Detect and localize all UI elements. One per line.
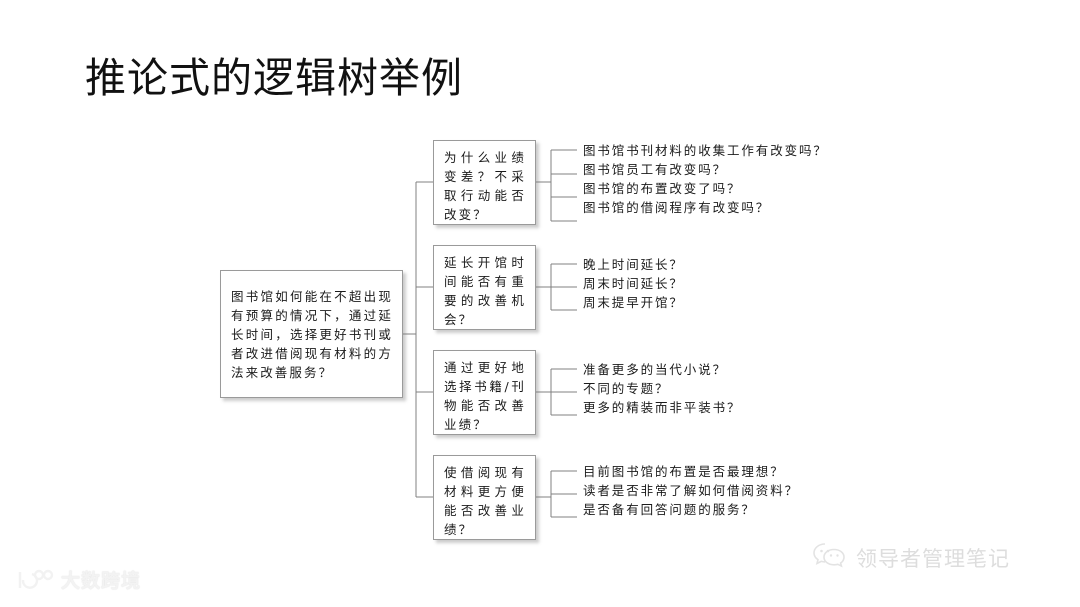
- wechat-icon: [812, 541, 846, 575]
- tree-branch-node-4-text: 使借阅现有材料更方便能否改善业绩？: [444, 465, 526, 537]
- watermark-left-text: 大数跨境: [61, 570, 142, 592]
- tree-leaf-item: 读者是否非常了解如何借阅资料？: [583, 483, 800, 498]
- watermark-left: 大数跨境: [14, 566, 141, 593]
- tree-leaf-item: 周末时间延长？: [583, 276, 684, 291]
- tree-leaf-item: 图书馆的布置改变了吗？: [583, 181, 742, 196]
- tree-branch-node-3-text: 通过更好地选择书籍/刊物能否改善业绩？: [444, 360, 526, 432]
- tree-leaf-item: 周末提早开馆？: [583, 295, 684, 310]
- tree-leaf-item: 图书馆员工有改变吗？: [583, 162, 728, 177]
- tree-branch-node-3[interactable]: 通过更好地选择书籍/刊物能否改善业绩？: [433, 350, 536, 435]
- tree-root-node-text: 图书馆如何能在不超出现有预算的情况下，通过延长时间，选择更好书刊或者改进借阅现有…: [231, 288, 393, 380]
- tree-leaf-list-2: 晚上时间延长？ 周末时间延长？ 周末提早开馆？: [583, 255, 684, 312]
- tree-leaf-list-1: 图书馆书刊材料的收集工作有改变吗？ 图书馆员工有改变吗？ 图书馆的布置改变了吗？…: [583, 141, 838, 217]
- tree-leaf-item: 目前图书馆的布置是否最理想？: [583, 464, 785, 479]
- watermark-right: 领导者管理笔记: [812, 541, 1010, 575]
- dashujingjing-logo-icon: [14, 569, 54, 591]
- tree-leaf-list-3: 准备更多的当代小说？ 不同的专题？ 更多的精装而非平装书？: [583, 360, 741, 417]
- tree-leaf-item: 图书馆书刊材料的收集工作有改变吗？: [583, 143, 828, 158]
- tree-leaf-item: 晚上时间延长？: [583, 257, 684, 272]
- tree-root-node[interactable]: 图书馆如何能在不超出现有预算的情况下，通过延长时间，选择更好书刊或者改进借阅现有…: [220, 270, 403, 398]
- tree-leaf-item: 更多的精装而非平装书？: [583, 400, 742, 415]
- tree-branch-node-1[interactable]: 为什么业绩变差？不采取行动能否改变？: [433, 140, 536, 225]
- tree-leaf-list-4: 目前图书馆的布置是否最理想？ 读者是否非常了解如何借阅资料？ 是否备有回答问题的…: [583, 462, 799, 519]
- tree-leaf-item: 准备更多的当代小说？: [583, 362, 728, 377]
- tree-leaf-item: 不同的专题？: [583, 381, 670, 396]
- tree-leaf-item: 是否备有回答问题的服务？: [583, 502, 756, 517]
- tree-leaf-item: 图书馆的借阅程序有改变吗？: [583, 200, 771, 215]
- tree-branch-node-2-text: 延长开馆时间能否有重要的改善机会？: [444, 255, 526, 327]
- page-title: 推论式的逻辑树举例: [85, 54, 463, 102]
- tree-branch-node-4[interactable]: 使借阅现有材料更方便能否改善业绩？: [433, 455, 536, 540]
- tree-branch-node-1-text: 为什么业绩变差？不采取行动能否改变？: [444, 150, 526, 222]
- tree-branch-node-2[interactable]: 延长开馆时间能否有重要的改善机会？: [433, 245, 536, 330]
- watermark-right-text: 领导者管理笔记: [856, 547, 1010, 571]
